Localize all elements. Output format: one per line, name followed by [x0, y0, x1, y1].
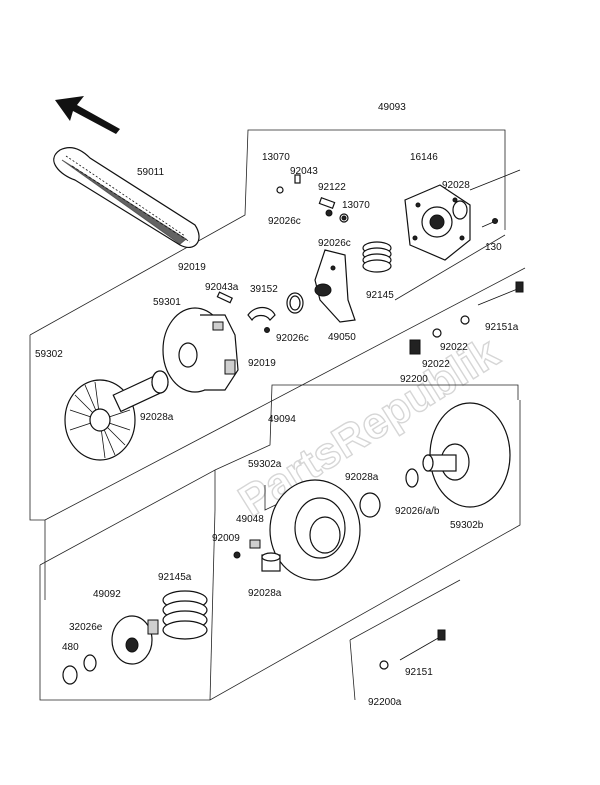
label-92151: 92151: [405, 667, 433, 678]
part-labels: 49093 59011 13070 92043 92122 13070 9202…: [35, 102, 519, 708]
label-16146: 16146: [410, 152, 438, 163]
clutch-spider: [404, 169, 521, 261]
label-92022: 92022: [440, 342, 468, 353]
label-59302: 59302: [35, 349, 63, 360]
label-130: 130: [485, 242, 502, 253]
label-13070: 13070: [262, 152, 290, 163]
label-49050: 49050: [328, 332, 356, 343]
label-59302a: 59302a: [248, 459, 282, 470]
label-39152: 39152: [250, 284, 278, 295]
label-92019-b: 92019: [248, 358, 276, 369]
label-92145a: 92145a: [158, 572, 192, 583]
drive-belt: [53, 147, 200, 248]
bolt-92151a: [409, 281, 524, 355]
spring-92145a: [162, 590, 208, 640]
label-92026-a-b: 92026/a/b: [395, 506, 440, 517]
slider-pins: [276, 174, 349, 223]
driven-sheave: [405, 402, 511, 508]
label-49094: 49094: [268, 414, 296, 425]
pin-and-bushing: [216, 291, 304, 333]
label-92026c-b: 92026c: [318, 238, 351, 249]
bolt-92151: [379, 629, 446, 670]
label-92028a-b: 92028a: [345, 472, 379, 483]
label-92026c: 92026c: [268, 216, 301, 227]
movable-sheave: [162, 307, 239, 393]
frame-lines: [29, 129, 526, 701]
label-13070b: 13070: [342, 200, 370, 211]
label-92009: 92009: [212, 533, 240, 544]
label-92043a: 92043a: [205, 282, 239, 293]
bolt-130: [481, 218, 499, 228]
label-32026e: 32026e: [69, 622, 103, 633]
label-49048: 49048: [236, 514, 264, 525]
label-59011: 59011: [137, 167, 165, 178]
label-92022-b: 92022: [422, 359, 450, 370]
spring: [362, 241, 392, 273]
label-92151a: 92151a: [485, 322, 519, 333]
label-480: 480: [62, 642, 79, 653]
weight-arm: [314, 249, 356, 323]
label-92028: 92028: [442, 180, 470, 191]
label-92122: 92122: [318, 182, 346, 193]
label-92026c-c: 92026c: [276, 333, 309, 344]
cam-49092: [111, 615, 159, 665]
label-49093: 49093: [378, 102, 406, 113]
label-92200a: 92200a: [368, 697, 402, 708]
driven-movable-sheave: [233, 479, 381, 581]
label-59301: 59301: [153, 297, 181, 308]
front-arrow-icon: [55, 96, 120, 134]
label-92043: 92043: [290, 166, 318, 177]
label-92145: 92145: [366, 290, 394, 301]
label-92028a-c: 92028a: [248, 588, 282, 599]
label-49092: 49092: [93, 589, 121, 600]
snap-rings: [62, 654, 97, 685]
label-92028a: 92028a: [140, 412, 174, 423]
bushing-left: [151, 370, 169, 394]
label-59302b: 59302b: [450, 520, 484, 531]
label-92019: 92019: [178, 262, 206, 273]
label-92200: 92200: [400, 374, 428, 385]
